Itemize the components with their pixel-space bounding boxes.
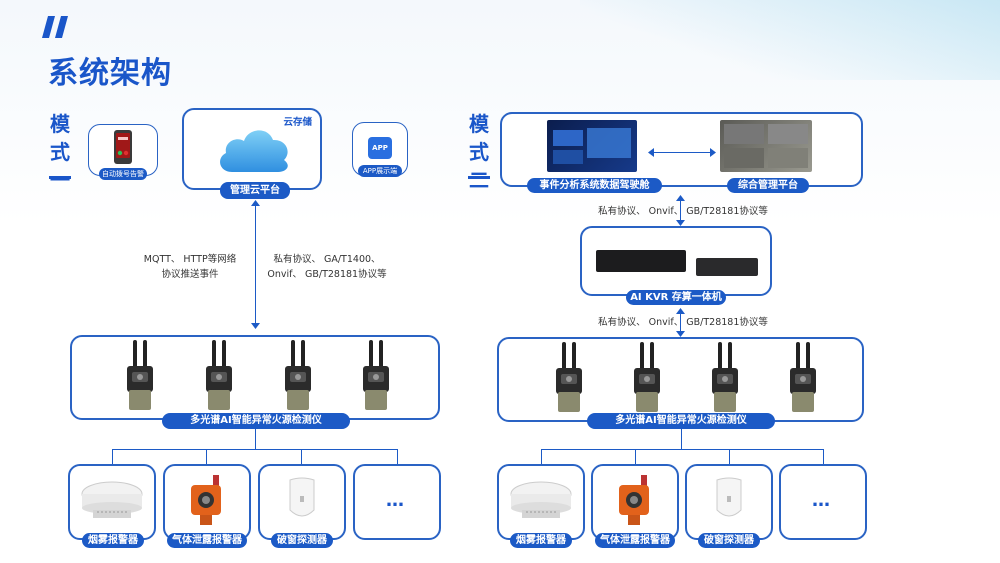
mode-two-char-1: 模 (467, 110, 491, 138)
mode-two-protocol-top: 私有协议、 Onvif、 GB/T28181协议等 (588, 204, 778, 219)
kvr-device-small (696, 258, 758, 276)
arrow-up-icon (676, 195, 685, 201)
arrow-up-icon (251, 200, 260, 206)
fire-detector-icon (787, 342, 819, 414)
mode-two-tree-drop (823, 449, 824, 464)
platform-screen-image (720, 120, 812, 172)
cockpit-screen-image (547, 120, 637, 172)
header-decoration (580, 0, 1000, 80)
arrow-up-icon (676, 308, 685, 314)
gas-alarm-tag: 气体泄露报警器 (595, 533, 675, 548)
gas-alarm-tag: 气体泄露报警器 (167, 533, 247, 548)
fire-detector-icon (709, 342, 741, 414)
mode-two-label: 模 式 二 (467, 110, 491, 194)
mode-two-tree-stem (681, 429, 682, 449)
arrow-left-icon (648, 148, 654, 157)
smoke-alarm-tag: 烟雾报警器 (510, 533, 572, 548)
mode-one-right-protocol: 私有协议、 GA/T1400、 Onvif、 GB/T28181协议等 (262, 252, 392, 282)
smoke-alarm-icon (508, 478, 574, 522)
mode-two-char-2: 式 (467, 138, 491, 166)
kvr-tag: AI KVR 存算一体机 (626, 290, 726, 305)
app-icon: APP (368, 137, 392, 159)
cloud-platform-tag: 管理云平台 (220, 182, 290, 199)
fire-detector-icon (360, 340, 392, 412)
mode-one-tree-drop (112, 449, 113, 464)
mode-one-connector (255, 203, 256, 325)
gas-alarm-icon (613, 475, 657, 527)
mode-two-tree-drop (541, 449, 542, 464)
mode-one-tree-bar (112, 449, 398, 450)
mode-two-tree-drop (729, 449, 730, 464)
fire-detector-icon (203, 340, 235, 412)
mode-one-tree-drop (206, 449, 207, 464)
quote-mark-icon (42, 16, 74, 38)
bidirectional-line (652, 152, 712, 153)
window-detector-tag: 破窗探测器 (271, 533, 333, 548)
mode-one-underline (49, 176, 71, 179)
mode-two-protocol-bottom: 私有协议、 Onvif、 GB/T28181协议等 (588, 315, 778, 330)
mode-one-left-protocol: MQTT、 HTTP等网络 协议推送事件 (130, 252, 250, 282)
mode-one-char-2: 式 (48, 138, 72, 166)
mode-one-tree-drop (301, 449, 302, 464)
gas-alarm-icon (185, 475, 229, 527)
phone-icon (113, 129, 133, 165)
kvr-device-large (596, 250, 686, 272)
arrow-right-icon (710, 148, 716, 157)
smoke-alarm-icon (79, 478, 145, 522)
cloud-icon (214, 122, 294, 174)
window-detector-tag: 破窗探测器 (698, 533, 760, 548)
smoke-alarm-tag: 烟雾报警器 (82, 533, 144, 548)
cloud-storage-label: 云存储 (283, 114, 312, 128)
mode-one-char-3: 一 (48, 166, 72, 194)
mode-one-detector-tag: 多光谱AI智能异常火源检测仪 (162, 413, 350, 429)
left-protocol-line-2: 协议推送事件 (130, 267, 250, 282)
mode-two-detector-tag: 多光谱AI智能异常火源检测仪 (587, 413, 775, 429)
window-detector-icon (287, 476, 317, 522)
cloud-platform-box: 云存储 (182, 108, 322, 190)
page-title: 系统架构 (48, 48, 172, 92)
mode-one-char-1: 模 (48, 110, 72, 138)
fire-detector-icon (124, 340, 156, 412)
mode-one-tree-stem (255, 429, 256, 449)
app-display-label: APP展示端 (358, 165, 402, 177)
left-protocol-line-1: MQTT、 HTTP等网络 (130, 252, 250, 267)
mode-two-tree-bar (541, 449, 823, 450)
window-detector-icon (714, 476, 744, 522)
kvr-box (580, 226, 772, 296)
mode-two-platform-box (500, 112, 863, 187)
cockpit-tag: 事件分析系统数据驾驶舱 (527, 178, 662, 193)
mode-two-tree-drop (635, 449, 636, 464)
mode-one-tree-drop (397, 449, 398, 464)
auto-dial-label: 自动拨号告警 (99, 168, 147, 180)
fire-detector-icon (282, 340, 314, 412)
right-protocol-line-1: 私有协议、 GA/T1400、 (262, 252, 392, 267)
more-devices-dots: … (812, 490, 832, 511)
mode-two-underline (468, 176, 490, 179)
more-devices-dots: … (386, 490, 406, 511)
mode-one-label: 模 式 一 (48, 110, 72, 194)
mode-two-char-3: 二 (467, 166, 491, 194)
fire-detector-icon (631, 342, 663, 414)
platform-tag: 综合管理平台 (727, 178, 809, 193)
arrow-down-icon (251, 323, 260, 329)
right-protocol-line-2: Onvif、 GB/T28181协议等 (262, 267, 392, 282)
fire-detector-icon (553, 342, 585, 414)
